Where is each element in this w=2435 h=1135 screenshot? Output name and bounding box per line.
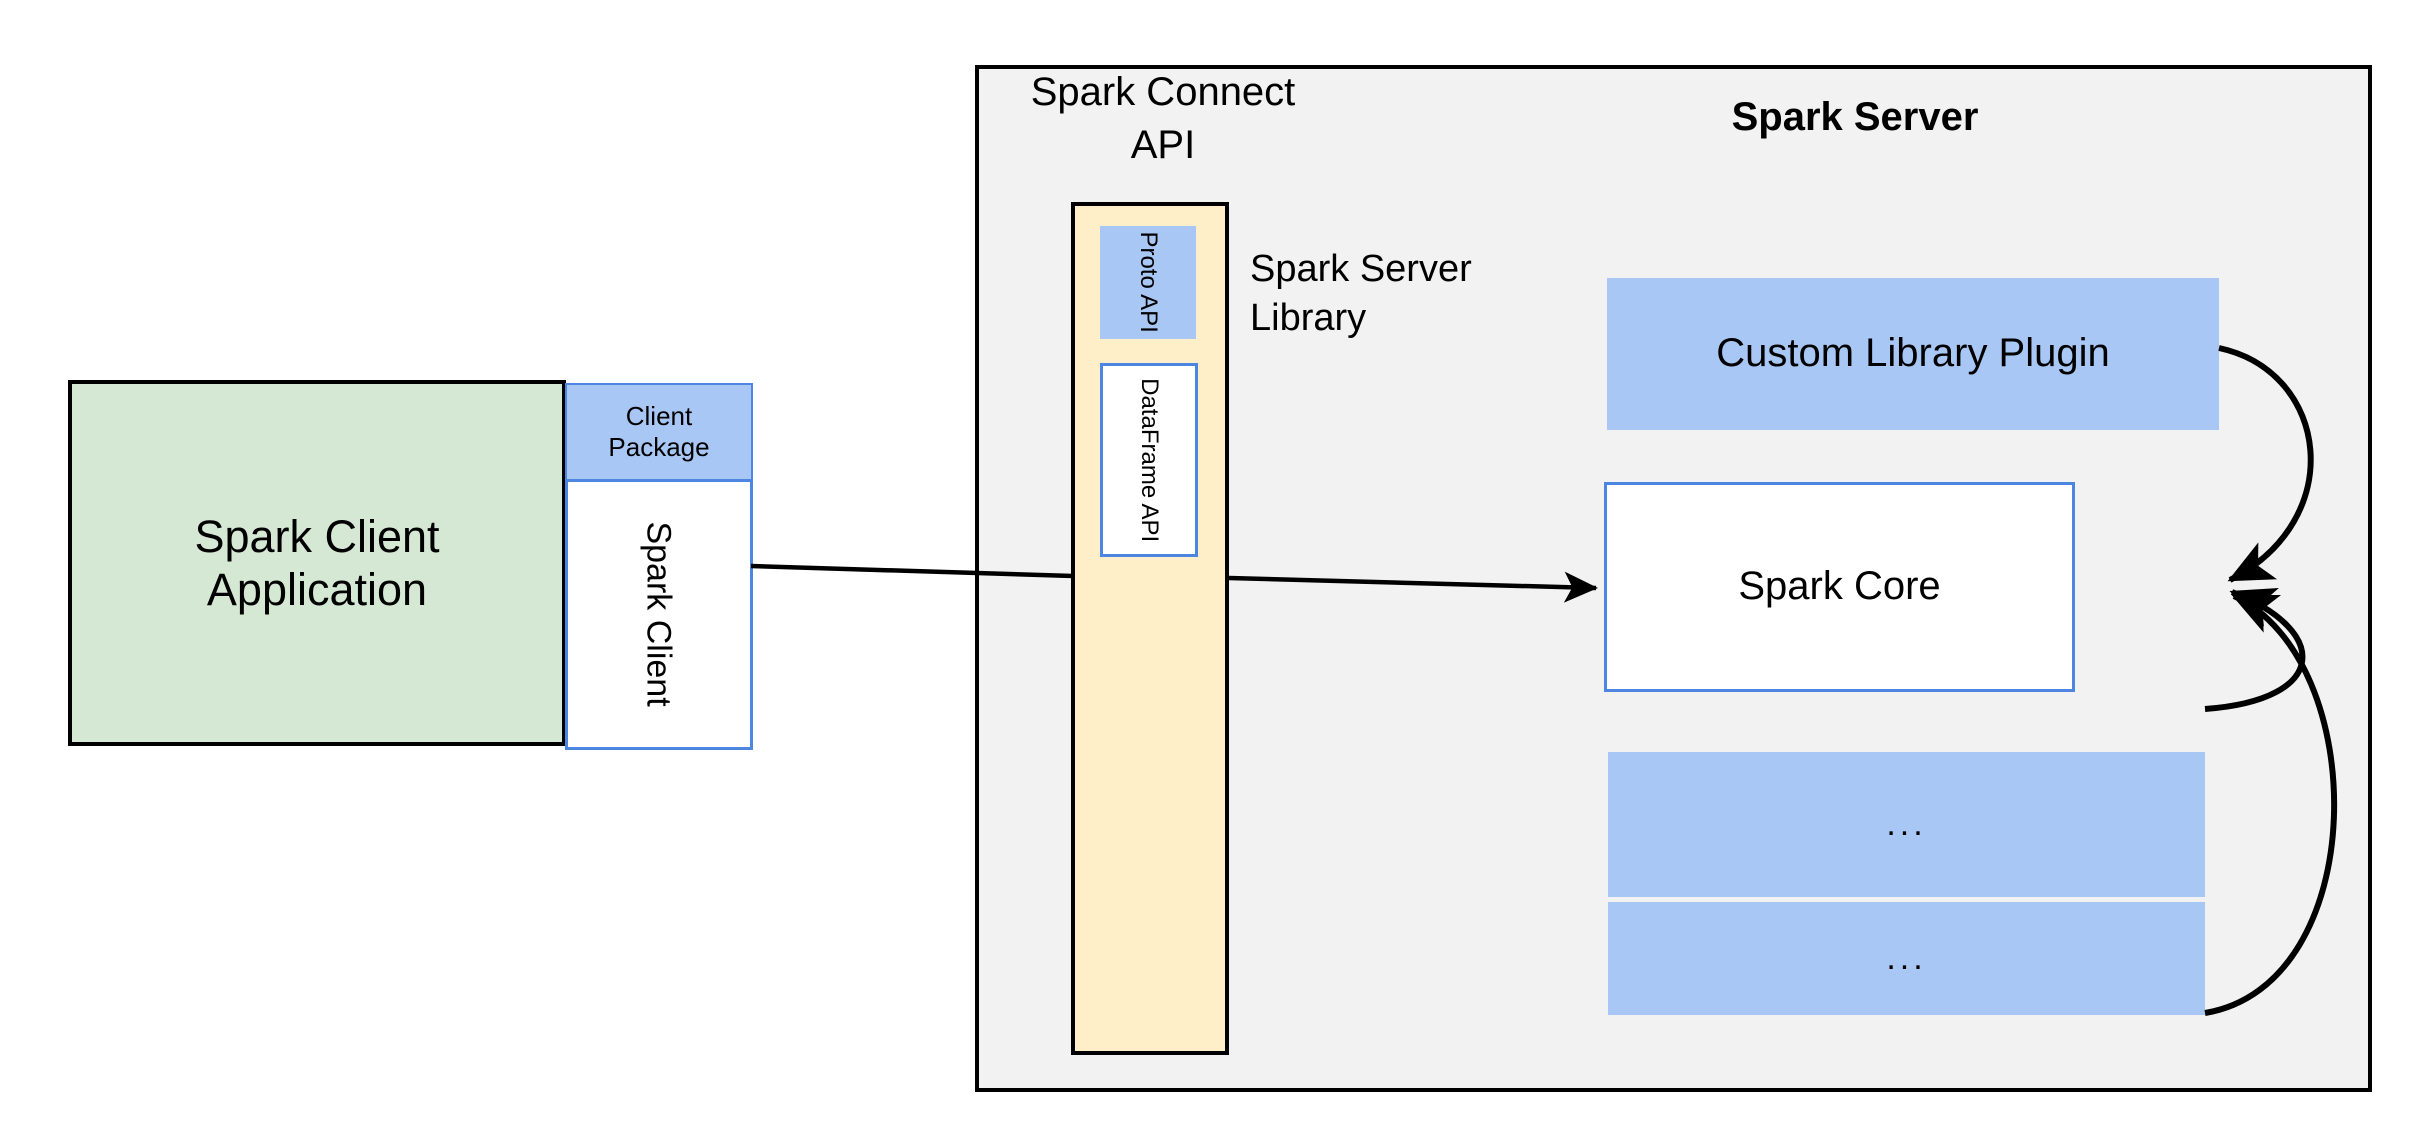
proto-api-label: Proto API: [1135, 231, 1163, 334]
spark-server-library-label: Spark Server Library: [1250, 248, 1472, 339]
spark-connect-api-label: Spark Connect API: [1030, 70, 1296, 167]
spark-server-title: Spark Server: [1731, 95, 1979, 139]
dataframe-api-box[interactable]: DataFrame API: [1100, 363, 1198, 557]
custom-library-plugin-label: Custom Library Plugin: [1716, 331, 2110, 376]
spark-client-label: Spark Client: [640, 521, 679, 708]
server-component-ellipsis-label-1: ...: [1886, 805, 1927, 844]
spark-client-application-box[interactable]: Spark Client Application: [68, 380, 566, 746]
spark-core-label: Spark Core: [1738, 564, 1941, 609]
client-package-label: Client Package: [608, 401, 710, 462]
spark-core-box[interactable]: Spark Core: [1604, 482, 2075, 692]
proto-api-box[interactable]: Proto API: [1100, 226, 1196, 339]
server-component-ellipsis-box-2[interactable]: ...: [1608, 902, 2205, 1015]
spark-server-library-column[interactable]: [1071, 202, 1229, 1055]
client-package-box[interactable]: Client Package: [565, 383, 753, 479]
spark-client-application-label: Spark Client Application: [194, 510, 440, 615]
spark-client-box[interactable]: Spark Client: [565, 479, 753, 750]
server-component-ellipsis-box-1[interactable]: ...: [1608, 752, 2205, 897]
dataframe-api-label: DataFrame API: [1136, 377, 1164, 543]
custom-library-plugin-box[interactable]: Custom Library Plugin: [1607, 278, 2219, 430]
server-component-ellipsis-label-2: ...: [1886, 939, 1927, 978]
